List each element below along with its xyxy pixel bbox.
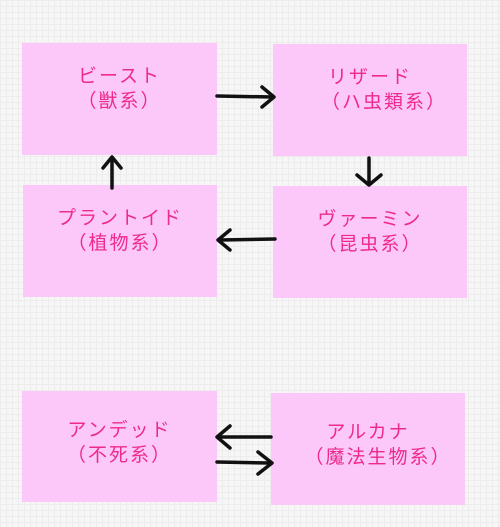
node-beast-name: ビースト	[77, 65, 162, 87]
node-arcana: アルカナ （魔法生物系）	[271, 393, 465, 505]
arrow-vermin-to-plantoid	[216, 228, 277, 252]
node-undead-name: アンデッド	[67, 418, 172, 441]
node-plantoid-name: プラントイド	[56, 207, 183, 229]
arrow-lizard-to-vermin	[355, 156, 383, 187]
node-lizard-name: リザード	[327, 66, 412, 88]
node-plantoid: プラントイド （植物系）	[23, 185, 217, 297]
arrow-plantoid-to-beast	[101, 155, 123, 190]
node-beast: ビースト （獣系）	[22, 43, 217, 155]
node-lizard-type: （ハ虫類系）	[320, 91, 447, 113]
node-arcana-name: アルカナ	[326, 421, 410, 443]
arrow-beast-to-lizard	[215, 85, 276, 109]
node-vermin: ヴァーミン （昆虫系）	[273, 186, 467, 298]
node-beast-type: （獣系）	[77, 90, 162, 112]
node-plantoid-type: （植物系）	[67, 232, 173, 254]
arrow-arcana-to-undead	[215, 424, 273, 450]
node-lizard: リザード （ハ虫類系）	[273, 44, 467, 156]
arrow-undead-to-arcana	[215, 450, 274, 476]
node-undead: アンデッド （不死系）	[22, 391, 217, 502]
node-vermin-type: （昆虫系）	[317, 233, 423, 255]
arrow-group	[101, 85, 383, 476]
node-vermin-name: ヴァーミン	[317, 208, 423, 230]
node-arcana-type: （魔法生物系）	[304, 446, 452, 468]
node-undead-type: （不死系）	[66, 443, 172, 466]
